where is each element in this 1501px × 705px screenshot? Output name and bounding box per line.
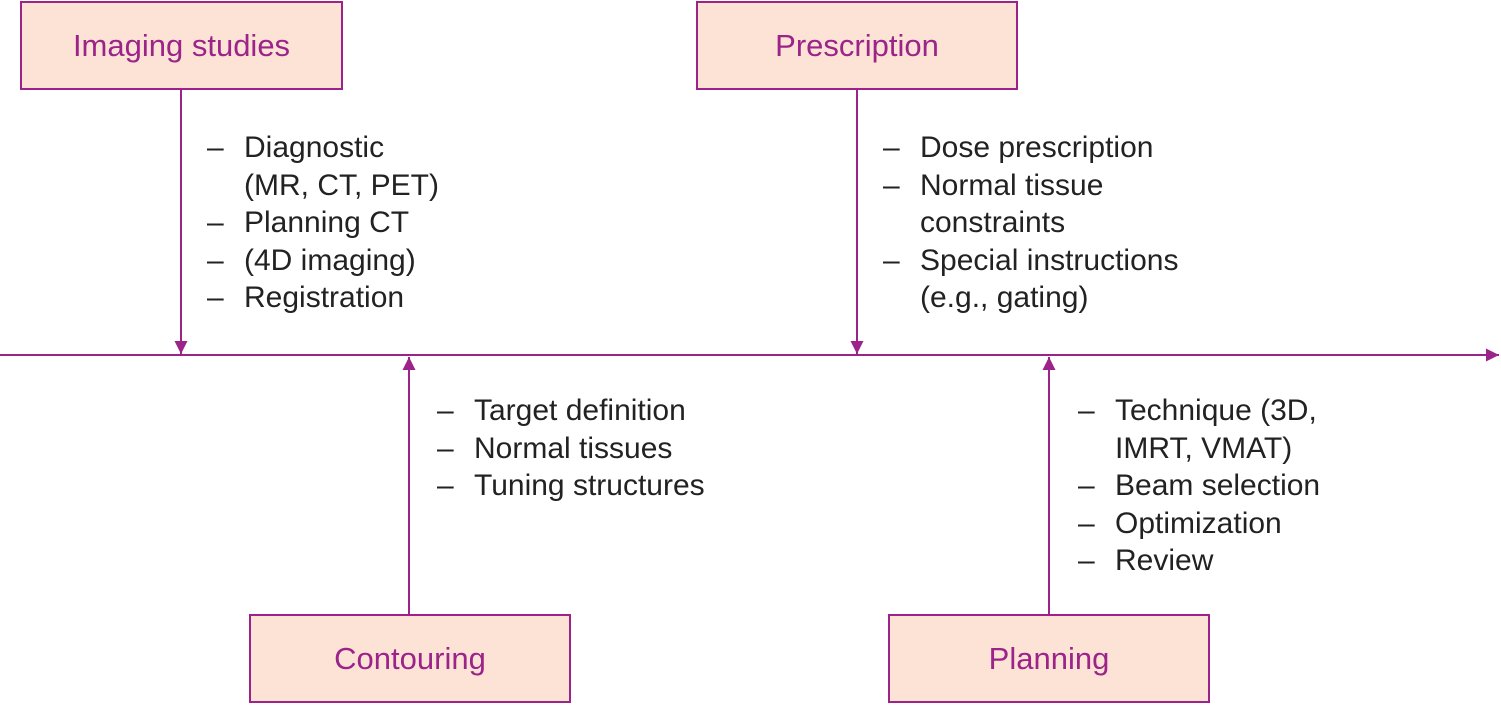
bullet-dash: – <box>883 131 900 164</box>
bullet-dash: – <box>883 243 900 277</box>
planning-title: Planning <box>988 641 1110 676</box>
bullet-dash: – <box>207 206 224 239</box>
prescription-box: Prescription <box>696 1 1018 90</box>
imaging-notes: –Diagnostic (MR, CT, PET) –Planning CT –… <box>207 129 439 317</box>
note-text: Technique (3D, <box>1115 394 1317 427</box>
contouring-notes: –Target definition –Normal tissues –Tuni… <box>437 392 705 505</box>
note-text: Normal tissues <box>474 431 673 465</box>
note-text: Review <box>1115 544 1214 577</box>
note-text: Planning CT <box>244 206 410 239</box>
note-item: –Technique (3D, <box>1078 392 1320 430</box>
note-item: constraints <box>883 204 1178 242</box>
note-text: constraints <box>920 206 1066 239</box>
bullet-dash: – <box>207 131 224 164</box>
note-item: (e.g., gating) <box>883 279 1178 317</box>
note-item: –Tuning structures <box>437 467 705 505</box>
note-item: –Dose prescription <box>883 129 1178 167</box>
bullet-dash <box>1078 430 1115 468</box>
note-item: –Diagnostic <box>207 129 439 167</box>
bullet-dash: – <box>1078 394 1095 427</box>
note-item: –Optimization <box>1078 505 1320 543</box>
note-text: Diagnostic <box>244 131 385 164</box>
note-text: Beam selection <box>1115 469 1321 502</box>
bullet-dash <box>883 204 920 242</box>
bullet-dash: – <box>207 281 224 314</box>
note-text: Target definition <box>474 394 686 427</box>
prescription-title: Prescription <box>775 28 939 63</box>
note-text: Optimization <box>1115 506 1282 540</box>
contouring-box: Contouring <box>249 614 571 703</box>
bullet-dash: – <box>207 243 224 277</box>
bullet-dash: – <box>883 168 900 202</box>
bullet-dash: – <box>1078 544 1095 577</box>
bullet-dash: – <box>437 394 454 427</box>
note-text: (e.g., gating) <box>920 281 1089 314</box>
note-text: (MR, CT, PET) <box>244 168 439 202</box>
note-item: –Target definition <box>437 392 705 430</box>
bullet-dash: – <box>1078 469 1095 502</box>
prescription-notes: –Dose prescription –Normal tissue constr… <box>883 129 1178 317</box>
note-item: –Normal tissue <box>883 167 1178 205</box>
note-item: –Review <box>1078 542 1320 580</box>
bullet-dash: – <box>437 469 454 502</box>
note-text: Normal tissue <box>920 168 1104 202</box>
note-text: IMRT, VMAT) <box>1115 431 1293 465</box>
note-item: –Special instructions <box>883 242 1178 280</box>
note-item: –Beam selection <box>1078 467 1320 505</box>
note-item: –(4D imaging) <box>207 242 439 280</box>
note-text: Tuning structures <box>474 469 705 502</box>
planning-box: Planning <box>888 614 1210 703</box>
note-item: –Planning CT <box>207 204 439 242</box>
bullet-dash: – <box>437 431 454 465</box>
note-item: –Normal tissues <box>437 430 705 468</box>
contouring-title: Contouring <box>334 641 486 676</box>
note-item: –Registration <box>207 279 439 317</box>
note-text: Special instructions <box>920 243 1179 277</box>
bullet-dash: – <box>1078 506 1095 540</box>
note-item: (MR, CT, PET) <box>207 167 439 205</box>
bullet-dash <box>207 167 244 205</box>
note-text: Registration <box>244 281 405 314</box>
note-text: Dose prescription <box>920 131 1154 164</box>
planning-notes: –Technique (3D, IMRT, VMAT) –Beam select… <box>1078 392 1320 580</box>
bullet-dash <box>883 279 920 317</box>
imaging-studies-title: Imaging studies <box>72 28 291 63</box>
note-text: (4D imaging) <box>244 243 416 277</box>
imaging-studies-box: Imaging studies <box>20 1 343 90</box>
note-item: IMRT, VMAT) <box>1078 430 1320 468</box>
